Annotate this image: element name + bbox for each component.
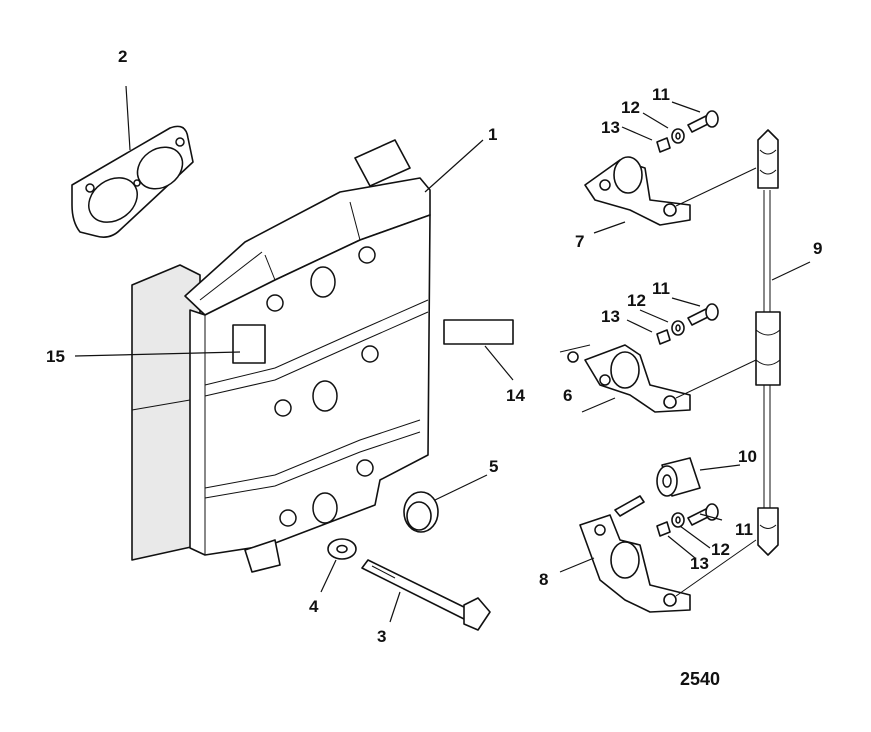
callout-10: 10 — [738, 447, 757, 466]
lever-lower — [579, 495, 757, 613]
callout-14: 14 — [506, 386, 525, 405]
callout-6: 6 — [563, 386, 572, 405]
callout-12b: 12 — [627, 291, 646, 310]
plug — [403, 491, 439, 533]
callout-11b: 11 — [652, 279, 670, 298]
callout-11a: 11 — [652, 85, 670, 104]
callout-3: 3 — [377, 627, 386, 646]
callouts: 1 2 3 4 5 6 7 8 9 10 11 12 13 11 12 13 1… — [46, 47, 822, 646]
callout-13a: 13 — [601, 118, 620, 137]
callout-12a: 12 — [621, 98, 640, 117]
bushing — [656, 457, 701, 497]
hardware-upper — [656, 110, 719, 153]
lever-upper — [584, 156, 757, 226]
callout-12c: 12 — [711, 540, 730, 559]
label-placeholder — [443, 319, 514, 345]
callout-15: 15 — [46, 347, 65, 366]
washer — [327, 538, 357, 560]
figure-number: 2540 — [680, 669, 720, 689]
callout-13b: 13 — [601, 307, 620, 326]
callout-2: 2 — [118, 47, 127, 66]
gasket — [71, 125, 194, 238]
bolt — [361, 559, 491, 631]
callout-1: 1 — [488, 125, 497, 144]
lever-middle — [559, 344, 757, 413]
callout-4: 4 — [309, 597, 319, 616]
hardware-middle — [656, 303, 719, 345]
leader-lines — [74, 85, 811, 623]
control-module — [131, 139, 431, 573]
callout-13c: 13 — [690, 554, 709, 573]
label-decal — [232, 324, 266, 364]
linkage-rod — [755, 129, 781, 556]
callout-5: 5 — [489, 457, 498, 476]
callout-9: 9 — [813, 239, 822, 258]
callout-8: 8 — [539, 570, 548, 589]
callout-11c: 11 — [735, 520, 753, 539]
callout-7: 7 — [575, 232, 584, 251]
